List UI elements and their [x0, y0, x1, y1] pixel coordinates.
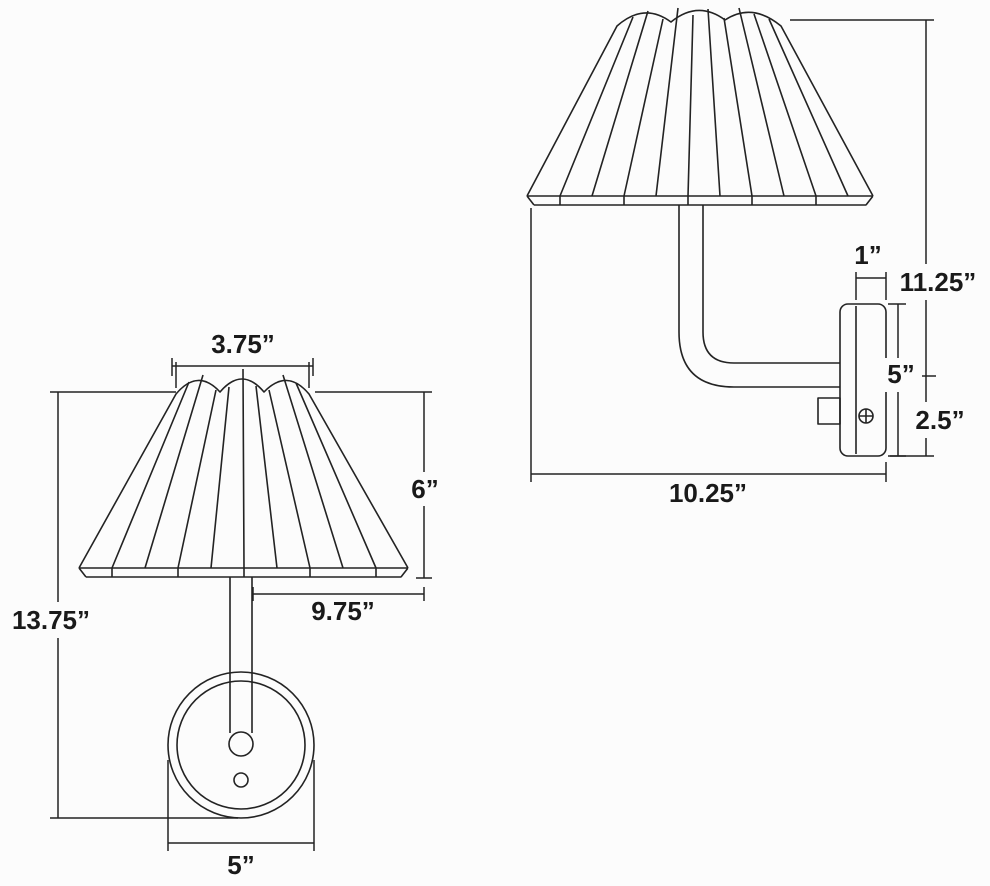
arm-side — [678, 205, 840, 388]
dim-top-to-arm-height-lines — [790, 19, 936, 377]
dim-label-backplate-height: 5” — [887, 359, 914, 389]
shade-front-pleats — [111, 368, 377, 569]
dim-backplate-depth: 1” — [854, 240, 887, 300]
stem-front-tube — [229, 577, 253, 733]
dim-label-bg — [900, 402, 980, 438]
dim-label-overall-height: 13.75” — [12, 605, 90, 635]
screw-icon — [858, 408, 874, 424]
arm-side-tube — [678, 205, 840, 388]
dim-label-bg — [406, 472, 444, 506]
dim-backplate-diameter-lines — [167, 760, 315, 851]
dim-shade-top-width: 3.75” — [171, 329, 314, 388]
side-view: 1” 11.25” 2.5” 5” 10.25” — [526, 7, 982, 508]
shade-side-rim — [526, 195, 874, 206]
dim-label-arm-to-bottom: 2.5” — [915, 405, 964, 435]
dim-shade-top-width-lines — [171, 358, 314, 388]
dim-overall-depth: 10.25” — [530, 208, 887, 508]
backplate-front-inner-ring — [176, 680, 306, 810]
dim-overall-height: 13.75” — [6, 391, 238, 819]
dim-label-backplate-diameter: 5” — [227, 850, 254, 880]
shade-side-pleats — [559, 7, 849, 197]
stem-front — [229, 577, 253, 733]
dim-label-bg — [6, 602, 96, 638]
shade-front — [78, 368, 409, 578]
dim-label-shade-bottom-width: 9.75” — [311, 596, 375, 626]
dim-label-shade-height: 6” — [411, 474, 438, 504]
shade-front-rim — [78, 567, 409, 578]
dim-overall-depth-lines — [530, 208, 887, 482]
dim-shade-bottom-width: 9.75” — [252, 587, 425, 626]
dim-label-backplate-depth: 1” — [854, 240, 881, 270]
dim-backplate-depth-lines — [855, 272, 887, 300]
backplate-front — [167, 671, 315, 819]
dim-label-bg — [894, 264, 982, 300]
shade-side — [526, 7, 874, 206]
backplate-side-body — [839, 303, 887, 457]
dim-label-shade-top-width: 3.75” — [211, 329, 275, 359]
dim-backplate-height: 5” — [880, 303, 922, 457]
dim-backplate-diameter: 5” — [167, 760, 315, 880]
front-view: 3.75” 6” 13.75” 9.75” 5” — [6, 329, 444, 880]
dim-label-top-to-arm-height: 11.25” — [900, 267, 977, 297]
switch-side — [817, 397, 841, 425]
dim-label-bg — [880, 358, 922, 392]
dim-label-overall-depth: 10.25” — [669, 478, 747, 508]
shade-side-outline — [526, 9, 874, 197]
dim-arm-to-bottom: 2.5” — [890, 376, 980, 457]
backplate-front-outer-ring — [167, 671, 315, 819]
backplate-side — [817, 303, 887, 457]
shade-front-outline — [78, 378, 409, 569]
switch-knob-front — [233, 772, 249, 788]
stem-ball-joint — [228, 731, 254, 757]
dim-shade-bottom-width-lines — [252, 587, 425, 601]
dim-shade-height: 6” — [315, 391, 444, 579]
screw-cross — [859, 409, 873, 423]
